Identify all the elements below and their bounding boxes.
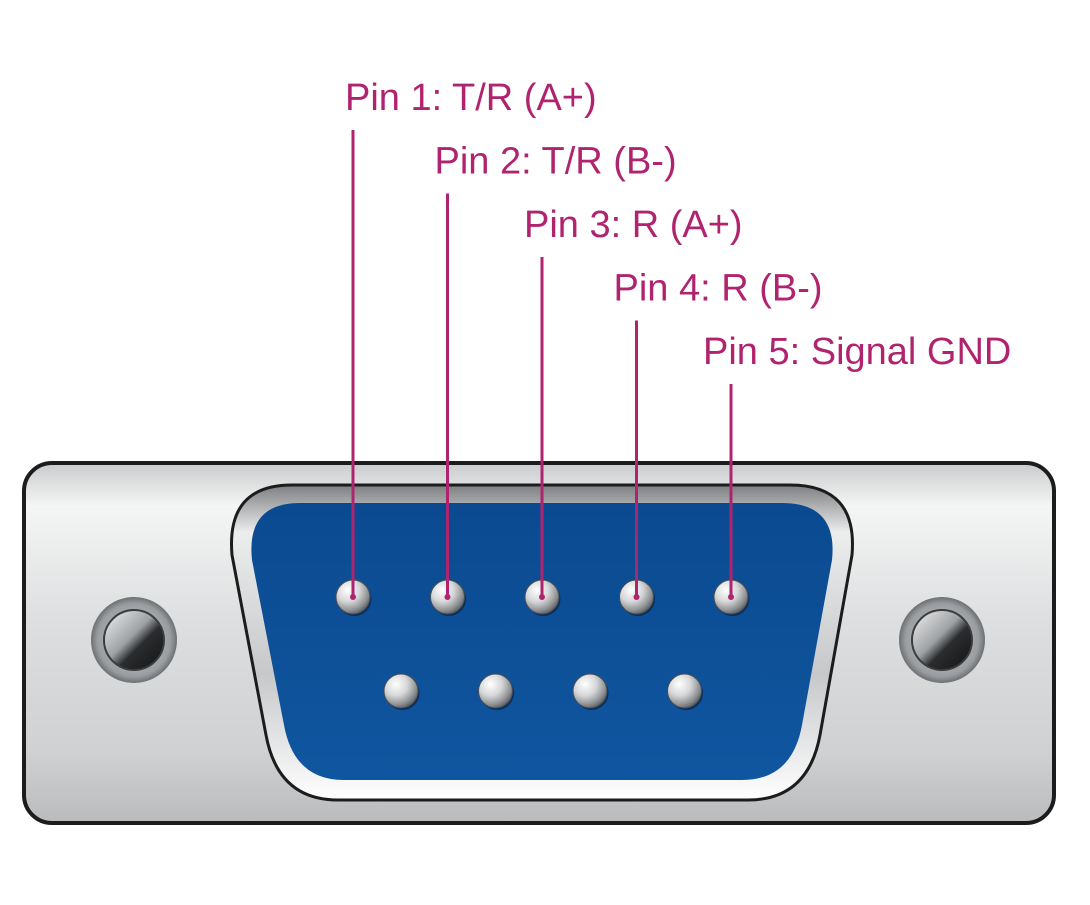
pin-label-3: Pin 3: R (A+) [524,204,743,246]
pin-label-5: Pin 5: Signal GND [703,331,1011,373]
right-mounting-screw [899,597,985,683]
leader-lines [350,130,734,600]
leader-dot-pin-5 [728,594,734,600]
connector-insert [251,503,833,780]
leader-dot-pin-4 [633,594,640,600]
pin-label-1: Pin 1: T/R (A+) [345,77,597,119]
pin-6 [383,673,420,710]
pin-label-2: Pin 2: T/R (B-) [435,141,677,183]
pin-labels: Pin 1: T/R (A+) Pin 2: T/R (B-) Pin 3: R (… [345,77,1011,373]
pin-label-4: Pin 4: R (B-) [614,268,823,310]
leader-dot-pin-1 [350,594,356,600]
pin-7 [478,673,514,710]
pin-9 [667,673,703,710]
pin-8 [572,673,609,710]
leader-dot-pin-2 [444,594,451,600]
leader-dot-pin-3 [539,594,545,600]
left-mounting-screw [91,597,177,683]
